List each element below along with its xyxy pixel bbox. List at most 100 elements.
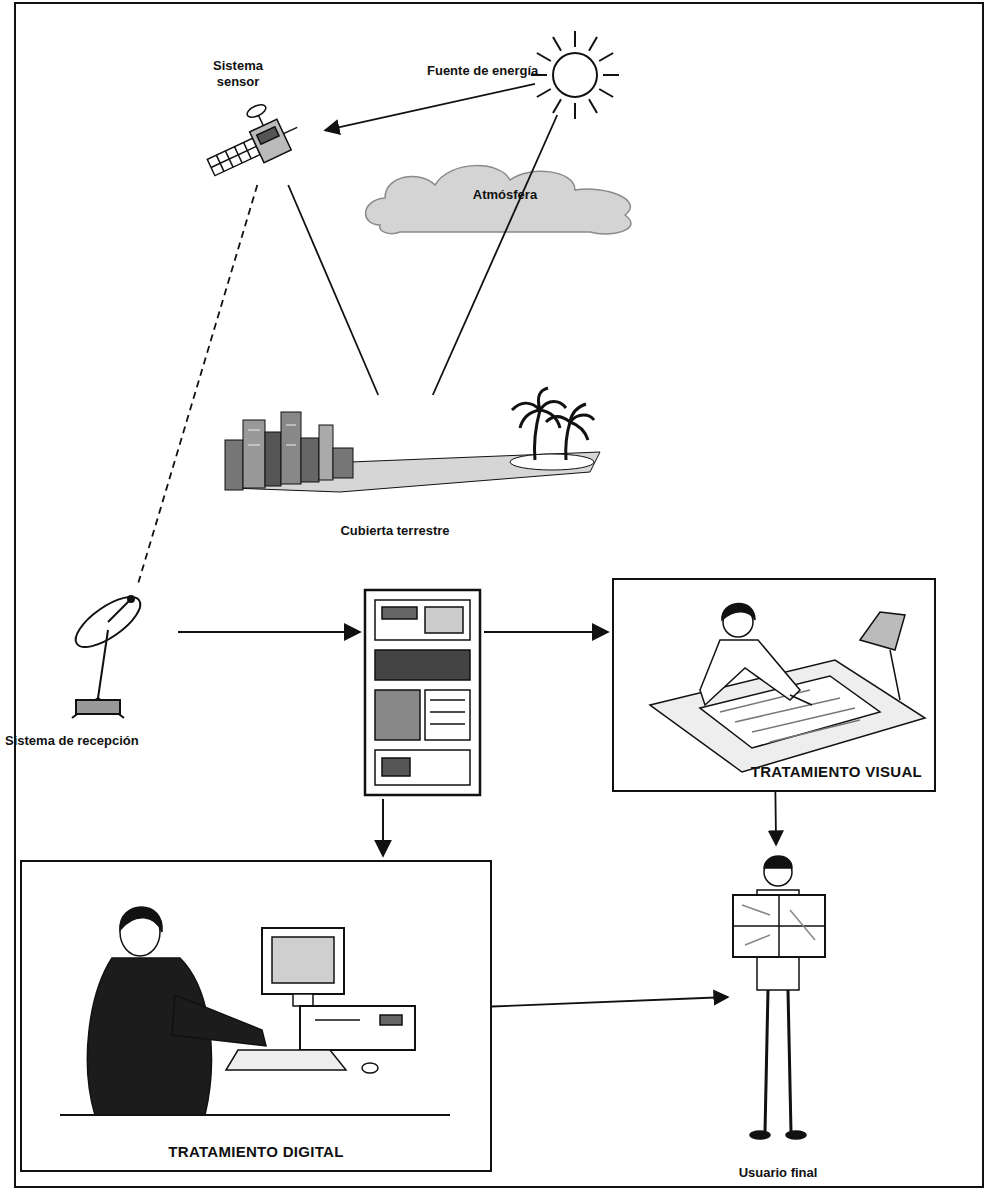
- sun-symbol: [603, 74, 619, 76]
- antenna-symbol: [98, 630, 108, 698]
- computer-operator-illustration: [300, 1006, 415, 1050]
- end-user-illustration: [742, 905, 815, 945]
- antenna-symbol: [108, 600, 130, 622]
- land-cover-illustration: [512, 388, 566, 428]
- land-cover-illustration: [546, 404, 594, 440]
- flow-arrow: [178, 631, 360, 633]
- end-user-illustration: [750, 1131, 770, 1139]
- satellite-symbol: [250, 119, 292, 162]
- land-cover-illustration: [265, 432, 281, 486]
- satellite-symbol: [245, 102, 267, 120]
- node-label: Cubierta terrestre: [320, 523, 470, 539]
- satellite-symbol: [257, 127, 279, 145]
- visual-interpreter-illustration: [790, 695, 812, 705]
- visual-interpreter-illustration: [860, 612, 905, 650]
- energy-source: Fuente de energía: [535, 35, 615, 115]
- computer-rack: [375, 650, 470, 680]
- node-label: TRATAMIENTO VISUAL: [751, 764, 922, 780]
- visual-interpreter-illustration: [890, 650, 900, 700]
- computer-rack: [430, 711, 465, 713]
- satellite-symbol: [207, 138, 260, 175]
- end-user-illustration: [764, 856, 792, 868]
- sun-symbol: [553, 99, 561, 113]
- land-cover: Cubierta terrestre: [215, 395, 595, 520]
- end-user-illustration: [733, 895, 825, 957]
- land-cover-illustration: [225, 440, 243, 490]
- flow-arrow: [178, 632, 608, 856]
- land-cover-illustration: [301, 438, 319, 482]
- computer-rack: [375, 750, 470, 785]
- computer-operator-illustration: [315, 1019, 360, 1021]
- sun-symbol: [589, 37, 597, 51]
- computer-rack: [375, 600, 470, 640]
- computer-operator-illustration: [262, 928, 344, 994]
- land-cover-illustration: [281, 412, 301, 484]
- land-cover-illustration: [286, 445, 296, 446]
- sun-symbol: [574, 103, 576, 119]
- computer-rack: [365, 590, 480, 795]
- end-user-illustration: [733, 925, 825, 927]
- connector-line: [774, 792, 776, 845]
- sun-symbol: [599, 53, 613, 61]
- connector-line: [288, 185, 378, 395]
- end-user-illustration: [733, 856, 825, 1139]
- sun-symbol: [589, 99, 597, 113]
- antenna-symbol: [68, 588, 147, 718]
- atmosphere-cloud: Atmósfera: [360, 158, 650, 238]
- node-label: Sistema sensor: [207, 58, 269, 90]
- computer-rack: [425, 690, 470, 740]
- satellite-symbol: [258, 115, 263, 126]
- land-cover-illustration: [319, 425, 333, 480]
- computer-operator-illustration: [172, 995, 266, 1046]
- land-cover-illustration: [534, 410, 540, 460]
- antenna-symbol: [68, 588, 147, 656]
- node-label: Usuario final: [708, 1165, 848, 1181]
- computer-rack: [365, 590, 480, 795]
- land-cover-illustration: [248, 445, 260, 446]
- flow-arrow: [484, 631, 608, 633]
- sun-symbol: [531, 31, 619, 119]
- visual-interpreter-illustration: [722, 603, 755, 620]
- computer-operator-illustration: [60, 1114, 450, 1116]
- computer-rack: [382, 758, 410, 776]
- end-user: Usuario final: [728, 845, 828, 1145]
- computer-rack: [375, 690, 420, 740]
- computer-rack: [430, 723, 465, 725]
- visual-interpreter-illustration: [650, 603, 925, 772]
- sun-symbol: [553, 53, 597, 97]
- land-cover-illustration: [566, 422, 570, 460]
- computer-operator-illustration: [60, 907, 450, 1115]
- land-cover-illustration: [510, 454, 594, 470]
- computer-rack: [425, 607, 463, 633]
- computer-rack: [382, 607, 417, 619]
- computer-operator-illustration: [380, 1015, 402, 1025]
- visual-interpreter-illustration: [700, 640, 800, 705]
- land-cover-illustration: [333, 448, 353, 478]
- connector-line: [433, 115, 557, 395]
- node-label: Atmósfera: [360, 187, 650, 203]
- node-label: Fuente de energía: [427, 63, 557, 79]
- satellite-symbol: [211, 146, 256, 167]
- land-cover-illustration: [248, 430, 260, 431]
- digital-processing-box: TRATAMIENTO DIGITAL: [20, 860, 492, 1172]
- flow-arrow: [382, 799, 384, 856]
- sun-symbol: [537, 53, 551, 61]
- sun-symbol: [537, 89, 551, 97]
- connector-line: [138, 185, 258, 585]
- computer-operator-illustration: [362, 1063, 378, 1073]
- node-label: Sistema de recepción: [5, 733, 205, 749]
- computer-operator-illustration: [272, 937, 334, 983]
- satellite-symbol: [195, 94, 304, 184]
- end-user-illustration: [765, 990, 768, 1132]
- end-user-illustration: [788, 990, 791, 1132]
- visual-processing-box: TRATAMIENTO VISUAL: [612, 578, 936, 792]
- antenna-symbol: [128, 596, 134, 602]
- node-label: TRATAMIENTO DIGITAL: [22, 1144, 490, 1160]
- receiving-station: Sistema de recepción: [60, 585, 175, 720]
- computer-operator-illustration: [293, 994, 313, 1006]
- sensor-system: Sistema sensor: [215, 100, 325, 185]
- sun-symbol: [599, 89, 613, 97]
- land-cover-illustration: [225, 388, 600, 492]
